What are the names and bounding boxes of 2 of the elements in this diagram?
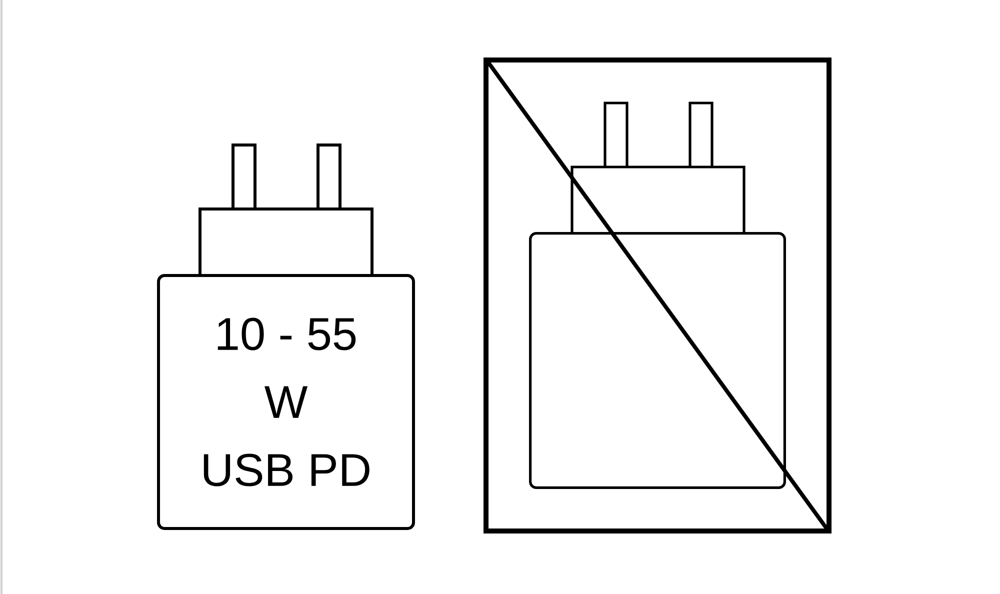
- charger-body: [529, 232, 786, 489]
- charger-body: 10 - 55 W USB PD: [157, 274, 415, 530]
